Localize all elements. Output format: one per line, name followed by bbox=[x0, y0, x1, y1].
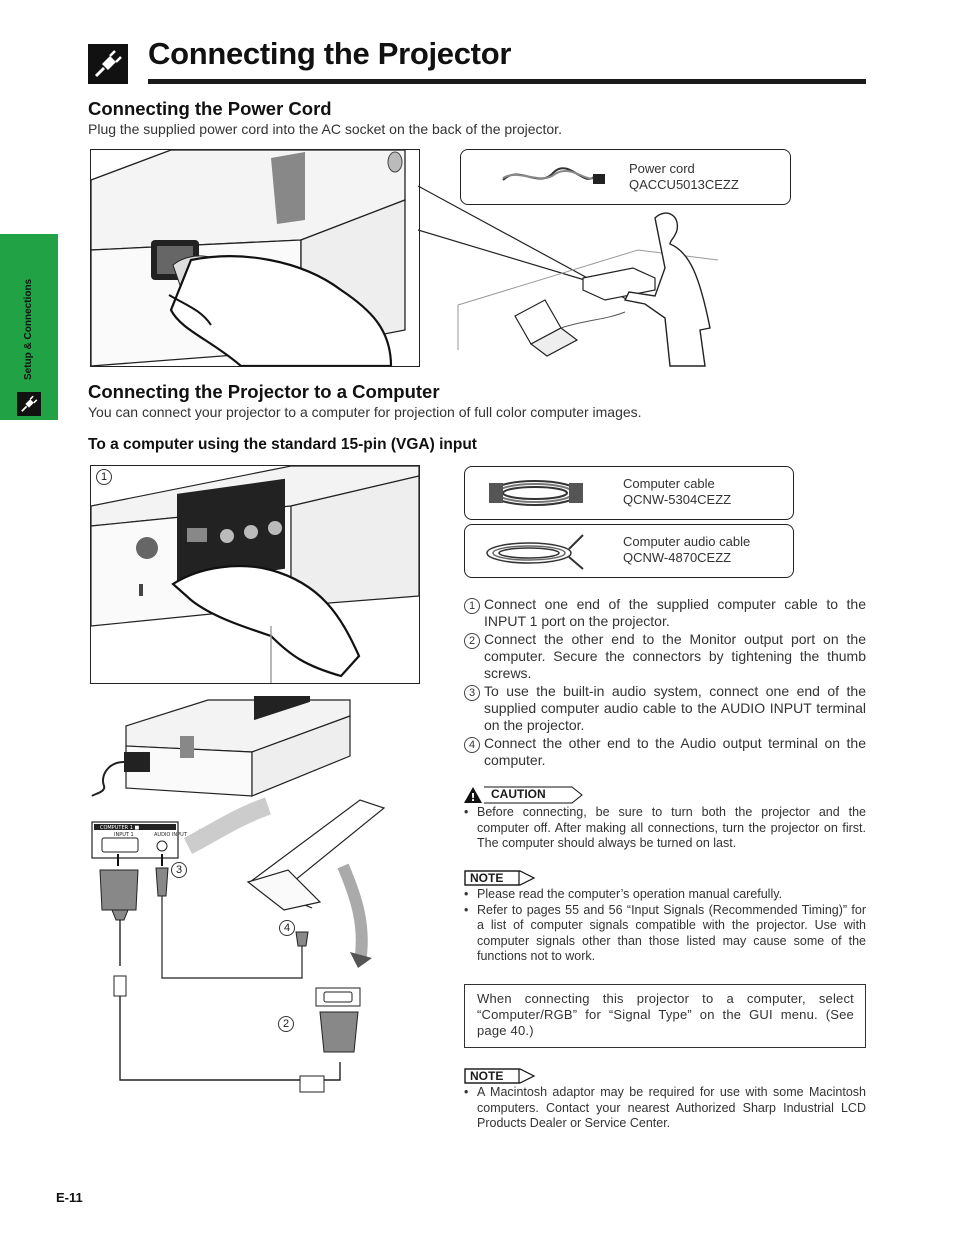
section-tab bbox=[0, 234, 58, 420]
audio-cable-name: Computer audio cable bbox=[623, 534, 751, 549]
note-block-2: NOTE •A Macintosh adaptor may be require… bbox=[464, 1068, 866, 1130]
plug-icon-small bbox=[17, 392, 41, 416]
power-cord-code: QACCU5013CEZZ bbox=[629, 177, 739, 192]
caution-block: ! CAUTION •Before connecting, be sure to… bbox=[464, 786, 866, 850]
caution-label: CAUTION bbox=[491, 787, 546, 801]
power-illustration bbox=[90, 149, 420, 368]
input-port-illustration bbox=[90, 465, 420, 684]
panel-input-label: INPUT 1 bbox=[114, 832, 134, 838]
vga-subheading: To a computer using the standard 15-pin … bbox=[88, 436, 477, 453]
power-cord-name: Power cord bbox=[629, 161, 695, 176]
audio-cable-callout: Computer audio cable QCNW-4870CEZZ bbox=[464, 524, 794, 578]
audio-cable-icon bbox=[486, 534, 584, 570]
note2-item-1: A Macintosh adaptor may be required for … bbox=[477, 1085, 866, 1130]
svg-text:!: ! bbox=[470, 791, 475, 804]
computer-cable-callout: Computer cable QCNW-5304CEZZ bbox=[464, 466, 794, 520]
caution-text: Before connecting, be sure to turn both … bbox=[477, 805, 866, 850]
note-block: NOTE •Please read the computer’s operati… bbox=[464, 870, 866, 964]
person-scene bbox=[514, 212, 711, 367]
computer-description: You can connect your projector to a comp… bbox=[88, 404, 642, 420]
marker-1: 1 bbox=[96, 469, 112, 485]
plug-icon bbox=[88, 44, 128, 84]
caution-badge: ! bbox=[464, 786, 583, 804]
note-badge-2 bbox=[464, 1068, 536, 1084]
info-box: When connecting this projector to a comp… bbox=[464, 984, 866, 1048]
power-heading: Connecting the Power Cord bbox=[88, 98, 332, 119]
computer-heading: Connecting the Projector to a Computer bbox=[88, 381, 440, 402]
connection-steps: 1 Connect one end of the supplied comput… bbox=[464, 596, 866, 770]
step-3: 3 To use the built-in audio system, conn… bbox=[464, 683, 866, 734]
computer-cable-code: QCNW-5304CEZZ bbox=[623, 492, 732, 507]
step-1: 1 Connect one end of the supplied comput… bbox=[464, 596, 866, 630]
wiring-diagram: COMPUTER 1 ■ INPUT 1 AUDIO INPUT bbox=[91, 696, 386, 1093]
section-tab-label: Setup & Connections bbox=[23, 276, 37, 386]
page-title: Connecting the Projector bbox=[148, 36, 512, 71]
marker-4: 4 bbox=[279, 920, 295, 936]
power-cord-icon bbox=[502, 167, 605, 184]
panel-label: COMPUTER 1 ■ bbox=[100, 825, 139, 831]
note-item-2: Refer to pages 55 and 56 “Input Signals … bbox=[477, 902, 866, 964]
computer-cable-icon bbox=[489, 480, 583, 506]
note-item-1: Please read the computer’s operation man… bbox=[477, 887, 783, 901]
page-number: E-11 bbox=[56, 1190, 83, 1205]
panel-audio-label: AUDIO INPUT bbox=[154, 832, 188, 838]
power-description: Plug the supplied power cord into the AC… bbox=[88, 121, 562, 137]
step-2: 2 Connect the other end to the Monitor o… bbox=[464, 631, 866, 682]
note-label: NOTE bbox=[470, 871, 504, 885]
step-4: 4 Connect the other end to the Audio out… bbox=[464, 735, 866, 769]
computer-cable-name: Computer cable bbox=[623, 476, 715, 491]
note-badge bbox=[464, 870, 536, 886]
audio-cable-code: QCNW-4870CEZZ bbox=[623, 550, 732, 565]
info-text: When connecting this projector to a comp… bbox=[477, 991, 854, 1038]
power-cord-callout: Power cord QACCU5013CEZZ bbox=[460, 149, 791, 205]
marker-3: 3 bbox=[171, 862, 187, 878]
title-rule bbox=[148, 79, 866, 84]
note2-label: NOTE bbox=[470, 1069, 504, 1083]
marker-2: 2 bbox=[278, 1016, 294, 1032]
section-tab-text: Setup & Connections bbox=[23, 278, 34, 380]
